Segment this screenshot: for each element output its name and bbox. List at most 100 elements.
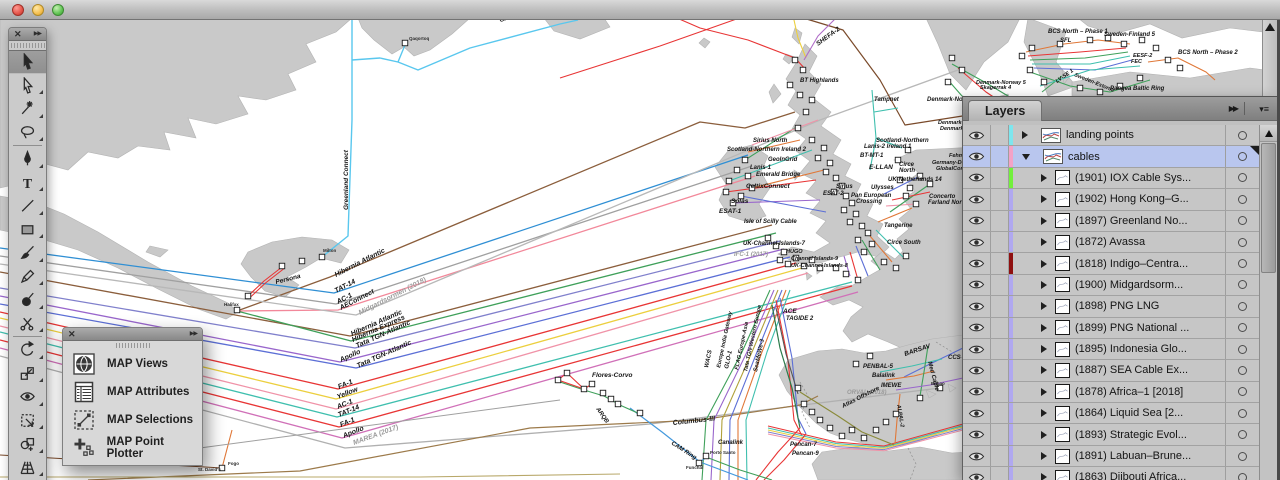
scroll-up-arrow-icon[interactable] xyxy=(1265,23,1275,31)
target-circle-icon[interactable] xyxy=(1238,472,1247,480)
layer-name[interactable]: landing points xyxy=(1066,129,1134,142)
landing-point-marker[interactable] xyxy=(1026,66,1034,74)
landing-point-marker[interactable] xyxy=(808,136,816,144)
layer-name[interactable]: cables xyxy=(1068,150,1100,163)
landing-point-marker[interactable] xyxy=(796,91,804,99)
layer-thumbnail[interactable] xyxy=(1055,277,1070,293)
selection-tool[interactable] xyxy=(9,50,46,74)
cable-imewe[interactable] xyxy=(895,377,964,391)
eye-icon[interactable] xyxy=(968,279,985,290)
cable-ac-1[interactable] xyxy=(0,165,753,305)
cable-balalink[interactable] xyxy=(885,370,935,381)
landing-point-marker[interactable] xyxy=(822,168,830,176)
layer-name[interactable]: (1887) SEA Cable Ex... xyxy=(1075,364,1189,377)
landing-point-marker[interactable] xyxy=(563,369,571,377)
target-circle-icon[interactable] xyxy=(1238,365,1247,375)
cable[interactable] xyxy=(767,423,964,447)
layer-thumbnail[interactable] xyxy=(1055,256,1070,272)
landing-point-marker[interactable] xyxy=(916,394,924,402)
rectangle-tool[interactable] xyxy=(9,218,46,242)
layer-thumbnail[interactable] xyxy=(1055,320,1070,336)
lock-toggle[interactable] xyxy=(991,167,1009,189)
landing-point-marker[interactable] xyxy=(816,416,824,424)
target-column[interactable] xyxy=(1225,231,1259,253)
layer-name[interactable]: (1818) Indigo–Centra... xyxy=(1075,257,1189,270)
landing-point-marker[interactable] xyxy=(958,66,966,74)
landing-point-marker[interactable] xyxy=(868,240,876,248)
layer-thumbnail[interactable] xyxy=(1055,384,1070,400)
target-circle-icon[interactable] xyxy=(1238,408,1247,418)
landing-point-marker[interactable] xyxy=(826,424,834,432)
layer-row--1863-djibouti-africa-[interactable]: (1863) Djibouti Africa... xyxy=(963,467,1259,480)
landing-point-marker[interactable] xyxy=(892,410,900,418)
cable-pangea-baltic-ring[interactable] xyxy=(1029,71,1151,93)
visibility-toggle[interactable] xyxy=(963,360,991,381)
landing-point-marker[interactable] xyxy=(842,192,850,200)
layer-row--1872-avassa[interactable]: (1872) Avassa xyxy=(963,231,1259,254)
target-circle-icon[interactable] xyxy=(1238,194,1247,204)
cable-aeconnect[interactable] xyxy=(236,175,756,312)
layer-row--1902-hong-kong-g-[interactable]: (1902) Hong Kong–G... xyxy=(963,189,1259,211)
visibility-toggle[interactable] xyxy=(963,381,991,403)
landing-point-marker[interactable] xyxy=(278,262,286,270)
tools-palette-header[interactable]: ✕ ▶▶ xyxy=(9,28,46,41)
type-tool[interactable]: T xyxy=(9,171,46,195)
target-circle-icon[interactable] xyxy=(1238,301,1247,311)
landing-point-marker[interactable] xyxy=(858,222,866,230)
cable-pencan-7[interactable] xyxy=(755,427,801,480)
layer-row-landing-points[interactable]: landing points xyxy=(963,125,1259,147)
cable[interactable] xyxy=(1029,51,1129,61)
expand-triangle[interactable] xyxy=(1041,173,1047,182)
landing-point-marker[interactable] xyxy=(784,260,792,268)
cable-hibernia-express[interactable] xyxy=(236,232,777,342)
layer-thumbnail[interactable] xyxy=(1055,234,1070,250)
map-selections-item[interactable]: MAP Selections xyxy=(63,406,202,434)
target-column[interactable] xyxy=(1225,467,1259,480)
landing-point-marker[interactable] xyxy=(786,81,794,89)
cable-greenland-connect[interactable] xyxy=(321,20,353,258)
cable-tangerine[interactable] xyxy=(877,207,913,223)
close-window-button[interactable] xyxy=(12,3,24,16)
landing-point-marker[interactable] xyxy=(791,56,799,64)
layer-name[interactable]: (1864) Liquid Sea [2... xyxy=(1075,407,1184,420)
expand-triangle[interactable] xyxy=(1041,366,1047,375)
scrollbar-thumb[interactable] xyxy=(1261,143,1276,273)
cable[interactable] xyxy=(767,425,964,448)
eye-icon[interactable] xyxy=(968,130,985,141)
layers-scrollbar[interactable] xyxy=(1259,125,1277,480)
landing-point-marker[interactable] xyxy=(748,184,756,192)
landing-point-marker[interactable] xyxy=(722,188,730,196)
cable-lv-se-1[interactable] xyxy=(1041,75,1063,93)
layer-thumbnail[interactable] xyxy=(1043,149,1063,165)
lock-toggle[interactable] xyxy=(991,467,1009,480)
visibility-toggle[interactable] xyxy=(963,445,991,467)
landing-point-marker[interactable] xyxy=(794,384,802,392)
target-column[interactable] xyxy=(1225,274,1259,296)
cable-wacs[interactable] xyxy=(701,289,771,480)
landing-point-marker[interactable] xyxy=(1056,40,1064,48)
eye-icon[interactable] xyxy=(968,408,985,419)
landing-point-marker[interactable] xyxy=(1018,52,1026,60)
cable-pencan-9[interactable] xyxy=(763,433,807,480)
target-column[interactable] xyxy=(1225,253,1259,274)
layer-name[interactable]: (1872) Avassa xyxy=(1075,236,1146,249)
target-column[interactable] xyxy=(1225,189,1259,210)
cable-hibernia-atlantic-2[interactable] xyxy=(0,224,773,337)
cable[interactable] xyxy=(747,139,801,153)
layer-thumbnail[interactable] xyxy=(1055,427,1070,443)
visibility-toggle[interactable] xyxy=(963,189,991,210)
cable-atlas-offshore[interactable] xyxy=(799,391,895,446)
eye-icon[interactable] xyxy=(968,322,985,333)
landing-point-marker[interactable] xyxy=(233,306,241,314)
target-column[interactable] xyxy=(1225,210,1259,231)
lock-toggle[interactable] xyxy=(991,338,1009,360)
cable[interactable] xyxy=(699,461,749,480)
landing-point-marker[interactable] xyxy=(814,154,822,162)
landing-point-marker[interactable] xyxy=(764,234,772,242)
landing-point-marker[interactable] xyxy=(554,376,562,384)
visibility-toggle[interactable] xyxy=(963,210,991,231)
layer-name[interactable]: (1878) Africa–1 [2018] xyxy=(1075,385,1184,398)
eye-icon[interactable] xyxy=(968,429,985,440)
landing-point-marker[interactable] xyxy=(744,172,752,180)
close-panel-icon[interactable]: ✕ xyxy=(14,29,22,39)
